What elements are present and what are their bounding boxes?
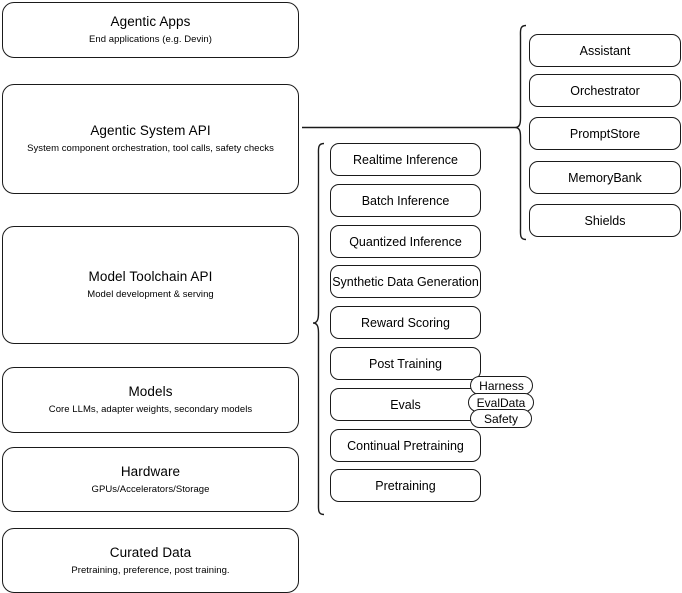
toolchain-component-batch-inference[interactable]: Batch Inference: [330, 184, 481, 217]
stack-layer-agentic-apps[interactable]: Agentic Apps End applications (e.g. Devi…: [2, 2, 299, 58]
agentic-system-component-memorybank[interactable]: MemoryBank: [529, 161, 681, 194]
toolchain-component-label: Evals: [390, 397, 421, 412]
agentic-system-component-label: PromptStore: [569, 126, 641, 141]
evals-subcomponent-label: Harness: [479, 378, 524, 393]
stack-layer-title: Agentic Apps: [110, 14, 191, 29]
agentic-system-component-label: Orchestrator: [570, 83, 640, 98]
stack-layer-subtitle: System component orchestration, tool cal…: [27, 143, 274, 154]
agentic-system-component-label: Assistant: [579, 43, 631, 58]
evals-subcomponent-label: Safety: [483, 411, 519, 426]
toolchain-component-continual-pretraining[interactable]: Continual Pretraining: [330, 429, 481, 462]
toolchain-component-pretraining[interactable]: Pretraining: [330, 469, 481, 502]
stack-layer-subtitle: Pretraining, preference, post training.: [71, 564, 230, 576]
brace-toolchain-components: [312, 142, 325, 516]
evals-subcomponent-evaldata[interactable]: EvalData: [468, 393, 534, 412]
evals-subcomponent-safety[interactable]: Safety: [470, 409, 532, 428]
stack-layer-model-toolchain-api[interactable]: Model Toolchain API Model development & …: [2, 226, 299, 344]
stack-layer-title: Models: [128, 384, 173, 399]
stack-layer-curated-data[interactable]: Curated Data Pretraining, preference, po…: [2, 528, 299, 593]
stack-layer-subtitle: End applications (e.g. Devin): [89, 34, 212, 45]
agentic-system-component-shields[interactable]: Shields: [529, 204, 681, 237]
stack-layer-title: Agentic System API: [90, 123, 211, 138]
toolchain-component-label: Reward Scoring: [361, 315, 450, 330]
stack-layer-subtitle: Model development & serving: [87, 289, 214, 300]
toolchain-component-synthetic-data-generation[interactable]: Synthetic Data Generation: [330, 265, 481, 298]
stack-layer-title: Curated Data: [109, 544, 192, 560]
agentic-system-component-promptstore[interactable]: PromptStore: [529, 117, 681, 150]
agentic-system-component-label: MemoryBank: [568, 170, 642, 185]
evals-subcomponent-label: EvalData: [476, 395, 526, 410]
stack-layer-models[interactable]: Models Core LLMs, adapter weights, secon…: [2, 367, 299, 433]
toolchain-component-label: Post Training: [369, 356, 442, 371]
brace-agentic-system-components: [514, 24, 527, 241]
toolchain-component-evals[interactable]: Evals: [330, 388, 481, 421]
agentic-system-component-orchestrator[interactable]: Orchestrator: [529, 74, 681, 107]
toolchain-component-label: Pretraining: [375, 478, 436, 493]
toolchain-component-realtime-inference[interactable]: Realtime Inference: [330, 143, 481, 176]
toolchain-component-label: Continual Pretraining: [347, 438, 464, 453]
toolchain-component-post-training[interactable]: Post Training: [330, 347, 481, 380]
stack-layer-agentic-system-api[interactable]: Agentic System API System component orch…: [2, 84, 299, 194]
toolchain-component-label: Realtime Inference: [353, 152, 458, 167]
toolchain-component-label: Batch Inference: [361, 193, 450, 208]
stack-layer-hardware[interactable]: Hardware GPUs/Accelerators/Storage: [2, 447, 299, 512]
toolchain-component-label: Quantized Inference: [349, 234, 462, 249]
stack-layer-subtitle: GPUs/Accelerators/Storage: [91, 483, 210, 495]
stack-layer-title: Model Toolchain API: [88, 269, 213, 284]
toolchain-component-quantized-inference[interactable]: Quantized Inference: [330, 225, 481, 258]
stack-layer-title: Hardware: [120, 463, 181, 479]
toolchain-component-reward-scoring[interactable]: Reward Scoring: [330, 306, 481, 339]
toolchain-component-label: Synthetic Data Generation: [332, 274, 479, 289]
stack-layer-subtitle: Core LLMs, adapter weights, secondary mo…: [48, 404, 253, 415]
agentic-system-component-assistant[interactable]: Assistant: [529, 34, 681, 67]
agentic-system-component-label: Shields: [584, 213, 626, 228]
